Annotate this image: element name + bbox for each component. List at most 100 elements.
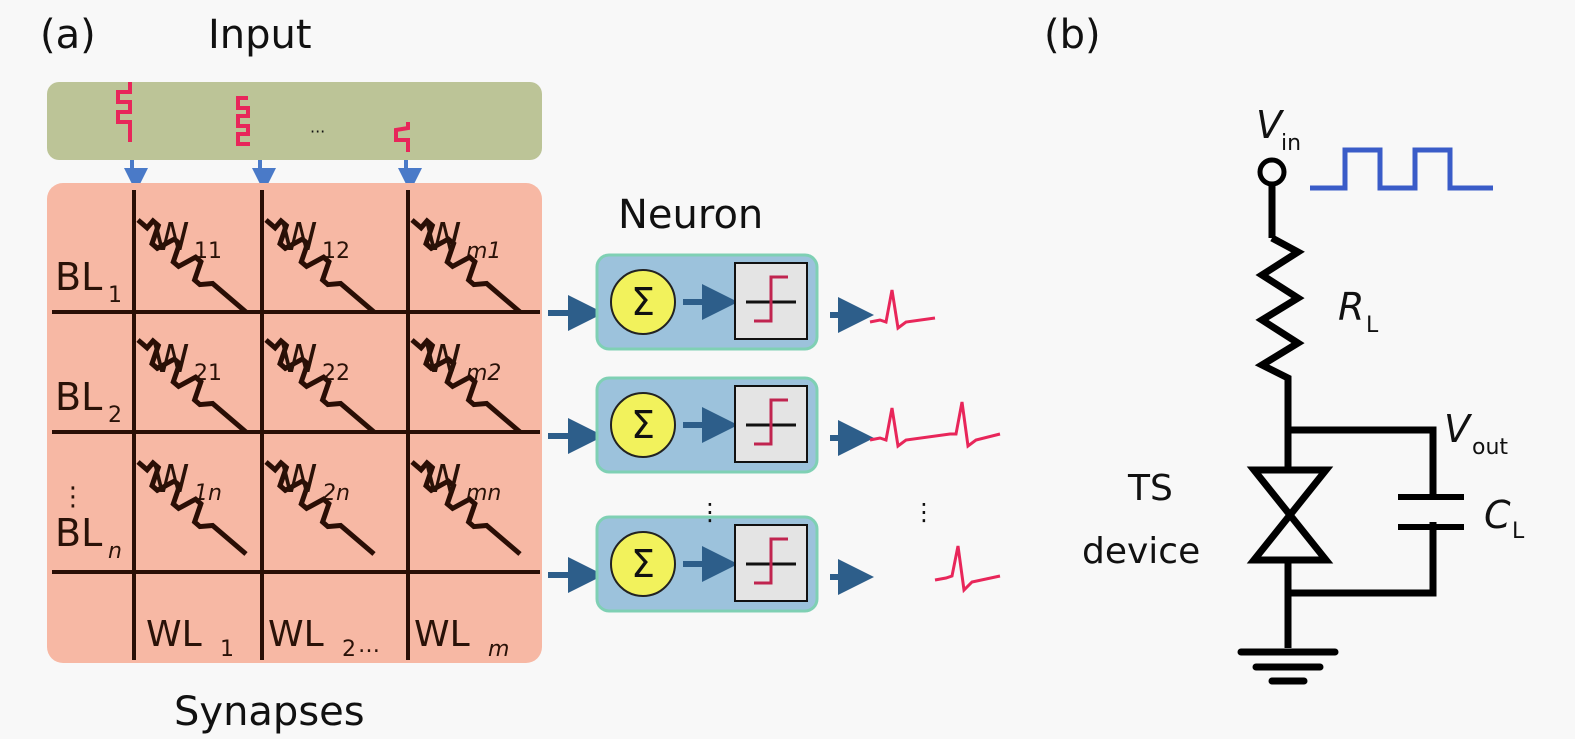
svg-text:22: 22 <box>322 361 350 386</box>
output-spike-icon <box>934 545 1001 594</box>
synapse-resistor-icon <box>410 217 522 314</box>
svg-text:21: 21 <box>194 361 222 386</box>
output-dots: ⋮ <box>912 498 936 526</box>
vin-label: V in <box>1256 103 1301 156</box>
bitline-label-n: ⋮ BL n <box>55 482 122 564</box>
svg-text:L: L <box>1512 519 1525 544</box>
svg-text:2: 2 <box>108 403 122 428</box>
sum-symbol: Σ <box>631 280 655 324</box>
vout-label: V out <box>1444 407 1508 460</box>
ts-device-symbol <box>1246 466 1334 564</box>
synapse-resistor-icon <box>136 217 248 314</box>
input-square-wave <box>1310 147 1493 191</box>
neuron-unit: Σ <box>548 376 1001 474</box>
neuron-column: Σ Σ Σ <box>548 253 1001 613</box>
svg-text:m2: m2 <box>466 361 501 386</box>
svg-text:W: W <box>152 337 190 381</box>
svg-text:W: W <box>280 457 318 501</box>
sum-symbol: Σ <box>631 542 655 586</box>
svg-text:m: m <box>488 637 509 662</box>
svg-text:1: 1 <box>220 637 234 662</box>
ground-icon <box>1237 648 1339 685</box>
svg-text:BL: BL <box>55 511 102 555</box>
step-function-icon <box>754 398 788 446</box>
synapse-resistor-icon <box>410 459 522 556</box>
panel-a-label: (a) <box>40 12 96 58</box>
wordline-label-2: WL 2 … <box>268 614 380 662</box>
svg-text:m1: m1 <box>466 239 501 264</box>
svg-text:n: n <box>108 539 122 564</box>
svg-text:…: … <box>358 633 380 658</box>
wire-cap-bottom <box>1288 522 1437 597</box>
svg-text:WL: WL <box>414 614 470 655</box>
input-title: Input <box>208 12 312 58</box>
neuron-unit: Σ <box>548 253 936 351</box>
wordline-label-1: WL 1 <box>146 614 234 662</box>
input-pulse-3 <box>394 122 410 152</box>
synapse-resistor-icon <box>264 337 376 434</box>
svg-text:out: out <box>1472 435 1508 460</box>
sum-icon <box>610 392 676 458</box>
step-function-icon <box>754 537 788 585</box>
synapse-resistor-icon <box>136 337 248 434</box>
rl-label: R L <box>1338 285 1379 338</box>
panel-b-label: (b) <box>1044 12 1101 58</box>
svg-text:W: W <box>424 457 462 501</box>
svg-text:1n: 1n <box>194 481 222 506</box>
synapse-resistor-icon <box>264 459 376 556</box>
wire-top-node <box>1288 426 1437 495</box>
svg-text:BL: BL <box>55 255 102 299</box>
sum-icon <box>610 269 676 335</box>
circuit-wires <box>1254 184 1437 648</box>
input-pulse-2 <box>236 96 250 146</box>
neuron-dots: ⋮ <box>698 498 722 526</box>
sum-icon <box>610 531 676 597</box>
load-resistor <box>1254 234 1305 430</box>
synapse-resistor-icon <box>410 337 522 434</box>
svg-text:W: W <box>152 457 190 501</box>
ts-label-line1: TS <box>1127 468 1173 509</box>
load-capacitor <box>1398 494 1464 530</box>
synapse-resistor-icon <box>264 217 376 314</box>
svg-text:R: R <box>1338 285 1364 329</box>
wordline-label-m: WL m <box>414 614 509 662</box>
input-pulse-1 <box>116 82 132 142</box>
vin-terminal <box>1257 157 1287 187</box>
neuron-unit: Σ <box>548 515 1001 613</box>
cl-label: C L <box>1484 493 1525 544</box>
bitline-label-1: BL 1 <box>55 255 122 308</box>
svg-text:⋮: ⋮ <box>60 482 86 512</box>
svg-text:W: W <box>424 337 462 381</box>
svg-text:W: W <box>280 215 318 259</box>
svg-text:2n: 2n <box>322 481 350 506</box>
input-box <box>47 82 542 160</box>
crossbar-grid <box>52 190 540 660</box>
synapse-array-box <box>47 183 542 663</box>
svg-text:L: L <box>1366 313 1379 338</box>
input-ellipsis: ··· <box>310 122 325 141</box>
output-spike-icon <box>869 289 936 331</box>
svg-text:WL: WL <box>146 614 202 655</box>
svg-text:12: 12 <box>322 239 350 264</box>
synapse-resistor-icon <box>136 459 248 556</box>
svg-text:V: V <box>1444 407 1473 451</box>
svg-text:BL: BL <box>55 375 102 419</box>
svg-text:C: C <box>1484 493 1511 537</box>
sum-symbol: Σ <box>631 403 655 447</box>
synapses-title: Synapses <box>174 689 365 735</box>
synapse-resistors <box>136 217 522 556</box>
svg-text:WL: WL <box>268 614 324 655</box>
svg-text:W: W <box>152 215 190 259</box>
step-function-icon <box>754 275 788 323</box>
svg-text:in: in <box>1281 131 1301 156</box>
svg-text:W: W <box>424 215 462 259</box>
svg-text:11: 11 <box>194 239 222 264</box>
